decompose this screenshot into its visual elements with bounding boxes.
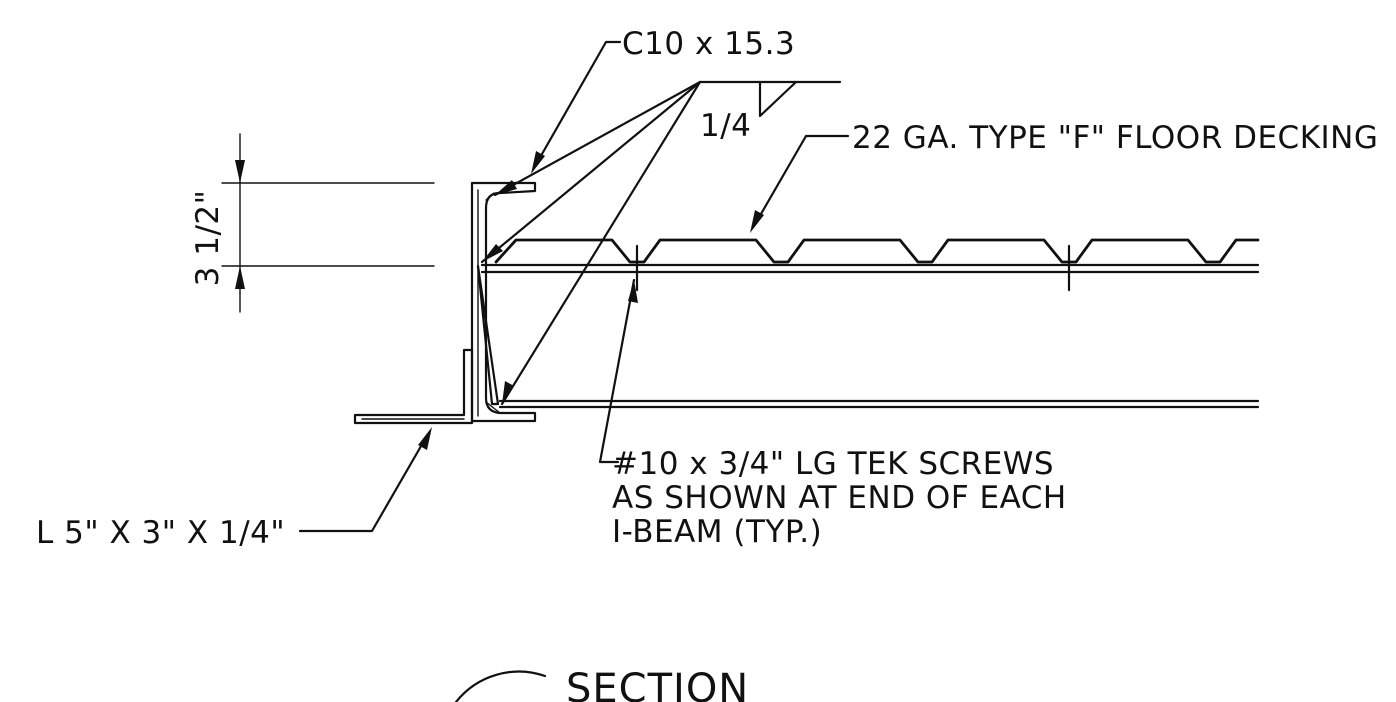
decking-leader-arrow bbox=[750, 210, 764, 233]
channel-leader bbox=[532, 40, 622, 170]
decking-label: 22 GA. TYPE "F" FLOOR DECKING bbox=[852, 120, 1378, 156]
dimension-arrow-top bbox=[235, 160, 245, 183]
angle-leader-arrow bbox=[418, 427, 432, 450]
angle-callout: L 5" X 3" X 1/4" bbox=[36, 427, 432, 551]
decking-leader bbox=[752, 134, 850, 228]
weld-top bbox=[485, 192, 495, 201]
screws-callout: #10 x 3/4" LG TEK SCREWS AS SHOWN AT END… bbox=[598, 278, 1067, 550]
screws-label-line3: I-BEAM (TYP.) bbox=[612, 514, 822, 550]
steel-angle bbox=[353, 348, 474, 425]
screws-label-line2: AS SHOWN AT END OF EACH bbox=[612, 480, 1067, 516]
weld-leader-3 bbox=[500, 80, 702, 406]
weld-leader-1 bbox=[493, 80, 702, 197]
channel-callout: C10 x 15.3 bbox=[531, 26, 795, 174]
floor-decking bbox=[494, 238, 1260, 292]
screws-label-line1: #10 x 3/4" LG TEK SCREWS bbox=[612, 446, 1054, 482]
section-circle-arc bbox=[454, 670, 547, 702]
c-channel bbox=[470, 181, 537, 423]
angle-outline bbox=[353, 348, 474, 425]
decking-callout: 22 GA. TYPE "F" FLOOR DECKING bbox=[750, 120, 1378, 233]
screws-leader bbox=[598, 278, 636, 464]
dimension-label: 3 1/2" bbox=[190, 190, 226, 287]
weld-arrow-2 bbox=[482, 244, 503, 262]
decking-profile bbox=[494, 238, 1260, 264]
screws-leader-arrow bbox=[628, 280, 638, 303]
dimension-arrow-bottom bbox=[235, 266, 245, 289]
weld-size-label: 1/4 bbox=[700, 108, 751, 144]
section-title: SECTION bbox=[566, 666, 749, 702]
fillet-weld-symbol bbox=[758, 80, 798, 118]
weld-bottom bbox=[485, 401, 501, 414]
i-beam bbox=[480, 263, 1260, 409]
weld-arrow-3 bbox=[502, 381, 514, 404]
dimension-3-1-2: 3 1/2" bbox=[190, 133, 435, 313]
angle-label: L 5" X 3" X 1/4" bbox=[36, 515, 285, 551]
angle-leader bbox=[298, 432, 430, 533]
weld-symbol: 1/4 bbox=[480, 80, 842, 406]
weld-taper bbox=[476, 264, 500, 406]
weld-arrow-1 bbox=[495, 180, 517, 195]
channel-label: C10 x 15.3 bbox=[622, 26, 795, 62]
weld-leader-2 bbox=[480, 80, 702, 264]
channel-leader-arrow bbox=[531, 151, 545, 174]
section-marker: SECTION bbox=[454, 666, 749, 702]
weld-fillets bbox=[476, 192, 501, 414]
channel-outline bbox=[470, 181, 537, 423]
